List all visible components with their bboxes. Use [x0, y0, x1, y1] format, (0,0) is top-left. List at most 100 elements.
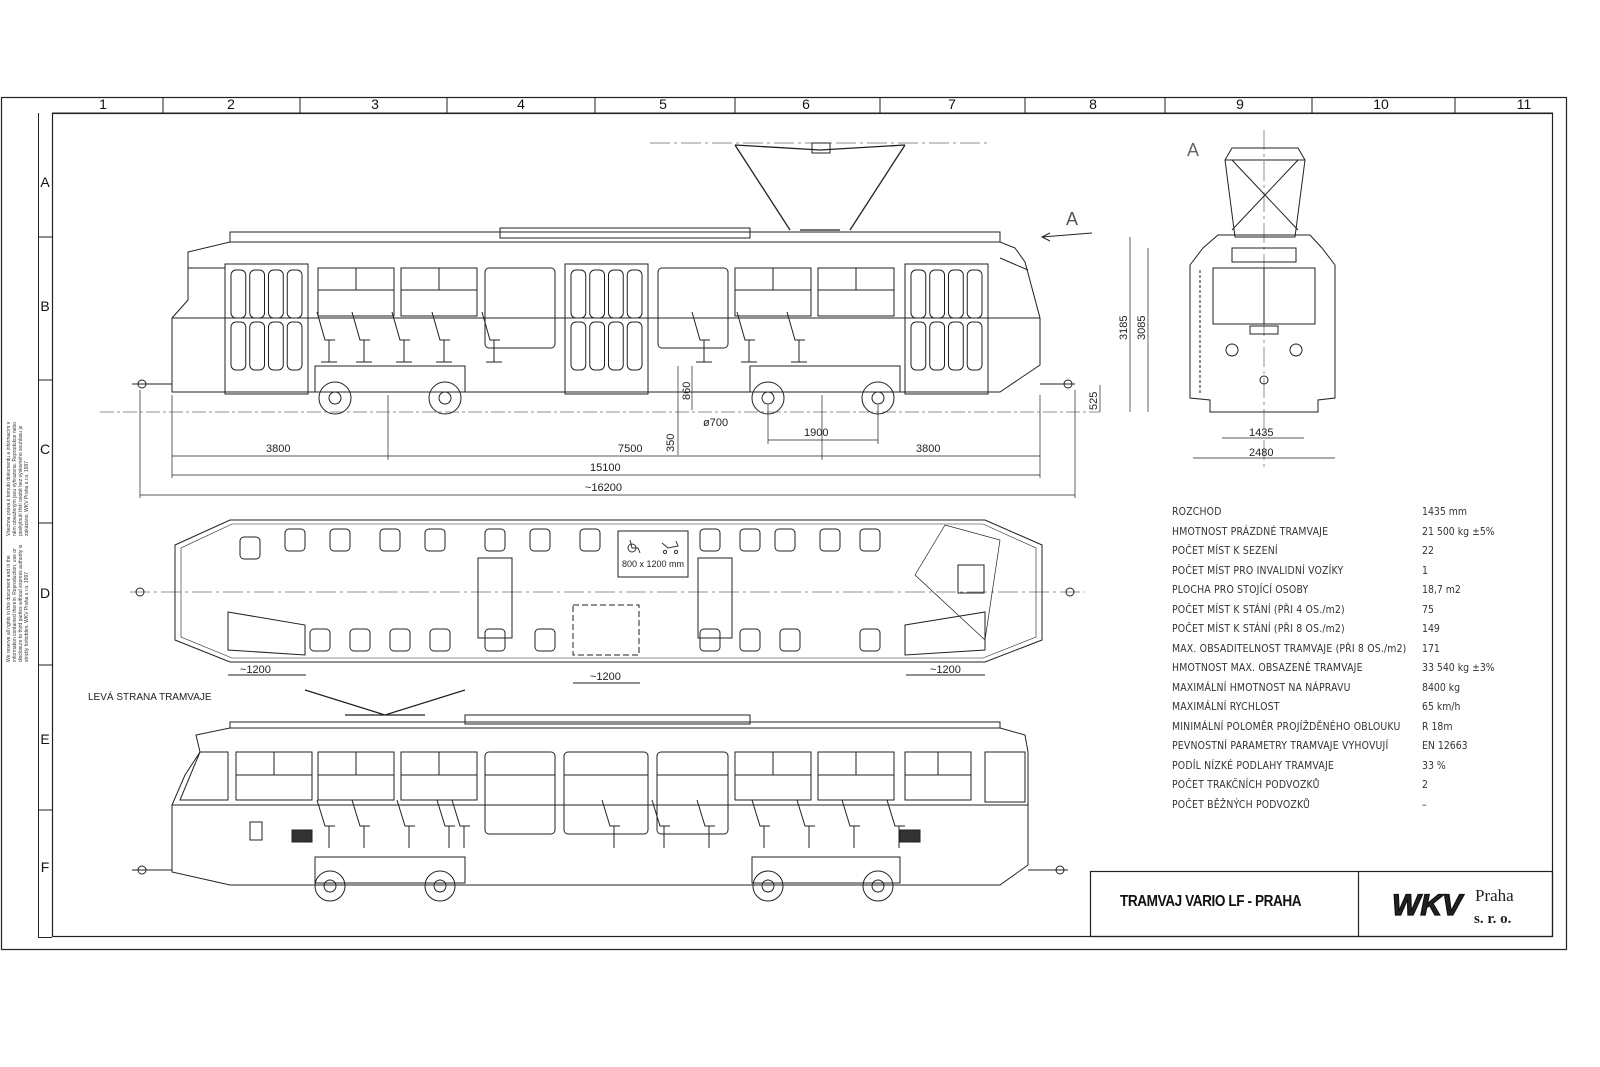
grid-column-9: 9	[1236, 96, 1244, 112]
grid-row-F: F	[40, 859, 50, 875]
seat	[309, 628, 331, 652]
plan-door-left: ~1200	[240, 664, 271, 676]
seat	[699, 528, 721, 552]
seat	[484, 628, 506, 652]
dim-860: 860	[681, 382, 693, 400]
seat	[429, 628, 451, 652]
spec-value: 33 540 kg ±3%	[1422, 661, 1495, 674]
dim-gauge: 1435	[1249, 427, 1273, 439]
spec-value: 2	[1422, 778, 1428, 791]
spec-label: ROZCHOD	[1172, 505, 1222, 518]
bogie	[751, 856, 901, 884]
seat	[396, 799, 415, 848]
wkv-logo: WKV Praha s. r. o.	[1391, 886, 1514, 927]
spec-value: 33 %	[1422, 758, 1446, 772]
grid-row-E: E	[40, 731, 50, 747]
spec-label: HMOTNOST MAX. OBSAZENÉ TRAMVAJE	[1172, 661, 1363, 674]
window	[984, 751, 1026, 803]
dimension-labels: 3800 7500 3800 15100 ~16200 ø700 1900 14…	[88, 140, 1273, 703]
bogie	[314, 856, 466, 884]
seat	[886, 799, 905, 848]
seat	[351, 799, 370, 848]
spec-label: POČET MÍST K STÁNÍ (PŘI 4 OS./m2)	[1172, 602, 1345, 616]
dim-525: 525	[1088, 392, 1100, 410]
seat	[651, 799, 670, 848]
door	[904, 263, 989, 395]
seat	[484, 528, 506, 552]
plan-door-right: ~1200	[930, 664, 961, 676]
spec-label: POČET BĚŽNÝCH PODVOZKŮ	[1172, 797, 1311, 811]
wheel	[424, 870, 456, 902]
spec-value: 21 500 kg ±5%	[1422, 524, 1495, 538]
window	[657, 267, 729, 349]
vent-grille	[291, 829, 313, 843]
spec-value: 1	[1422, 563, 1428, 577]
grid-row-D: D	[39, 585, 51, 601]
stroller-icon	[661, 540, 679, 555]
spec-value: R 18m	[1422, 719, 1453, 733]
spec-label: PEVNOSTNÍ PARAMETRY TRAMVAJE VYHOVUJÍ	[1172, 739, 1389, 752]
dim-1900: 1900	[804, 427, 828, 439]
grid-row-dividers	[38, 236, 52, 811]
seat	[329, 528, 351, 552]
grid-column-6: 6	[802, 96, 810, 112]
dimension-lines	[100, 237, 1335, 498]
spec-label: PODÍL NÍZKÉ PODLAHY TRAMVAJE	[1172, 758, 1334, 772]
wheel	[862, 870, 894, 902]
bogie	[749, 365, 901, 393]
seat	[379, 528, 401, 552]
seat	[424, 528, 446, 552]
seat	[779, 628, 801, 652]
seat	[796, 799, 815, 848]
seat	[316, 311, 337, 363]
drawing-title: TRAMVAJ VARIO LF - PRAHA	[1120, 893, 1302, 910]
spec-label: POČET TRAKČNÍCH PODVOZKŮ	[1172, 778, 1320, 791]
front-view-label: A	[1187, 140, 1199, 160]
dim-15100: 15100	[590, 462, 621, 474]
grid-column-5: 5	[659, 96, 667, 112]
copyright-notice-czech: Všechna práva k tomuto dokumentu a infor…	[6, 421, 30, 536]
grid-column-10: 10	[1373, 96, 1389, 112]
seat	[699, 628, 721, 652]
grid-column-4: 4	[517, 96, 525, 112]
spec-value: 22	[1422, 544, 1434, 557]
dim-3800-right: 3800	[916, 443, 940, 455]
seat	[751, 799, 770, 848]
logo-mark: WKV	[1392, 889, 1465, 922]
section-arrow-label: A	[1066, 209, 1078, 229]
seat	[351, 311, 372, 363]
seat	[859, 628, 881, 652]
spec-value: 18,7 m2	[1422, 583, 1461, 596]
window	[563, 751, 649, 835]
door	[564, 263, 649, 395]
window	[656, 751, 729, 835]
grid-row-C: C	[39, 441, 51, 457]
seat	[601, 799, 620, 848]
wheel	[318, 381, 352, 415]
outer-frame	[0, 96, 1568, 951]
grid-column-dividers	[52, 97, 1553, 114]
spec-label: PLOCHA PRO STOJÍCÍ OSOBY	[1172, 583, 1309, 596]
copyright-notice-english: We reserve all rights in this document a…	[6, 544, 30, 662]
seat	[316, 799, 335, 848]
plan-door-mid: ~1200	[590, 671, 621, 683]
seat	[349, 628, 371, 652]
logo-name: Praha	[1475, 886, 1514, 905]
plan-view	[130, 519, 1085, 684]
grid-column-1: 1	[99, 96, 107, 112]
left-side-label: LEVÁ STRANA TRAMVAJE	[88, 690, 212, 703]
dim-350: 350	[665, 434, 677, 452]
dim-3185: 3185	[1118, 316, 1130, 340]
spec-value: 65 km/h	[1422, 700, 1461, 713]
spec-value: EN 12663	[1422, 739, 1468, 752]
window	[484, 751, 556, 835]
wheel	[428, 381, 462, 415]
seat	[736, 311, 757, 363]
left-side-view	[132, 689, 1068, 902]
spec-label: HMOTNOST PRÁZDNÉ TRAMVAJE	[1172, 524, 1329, 538]
spec-value: 149	[1422, 622, 1440, 635]
logo-suffix: s. r. o.	[1474, 911, 1512, 927]
dim-7500: 7500	[618, 443, 642, 455]
seat	[436, 799, 455, 848]
